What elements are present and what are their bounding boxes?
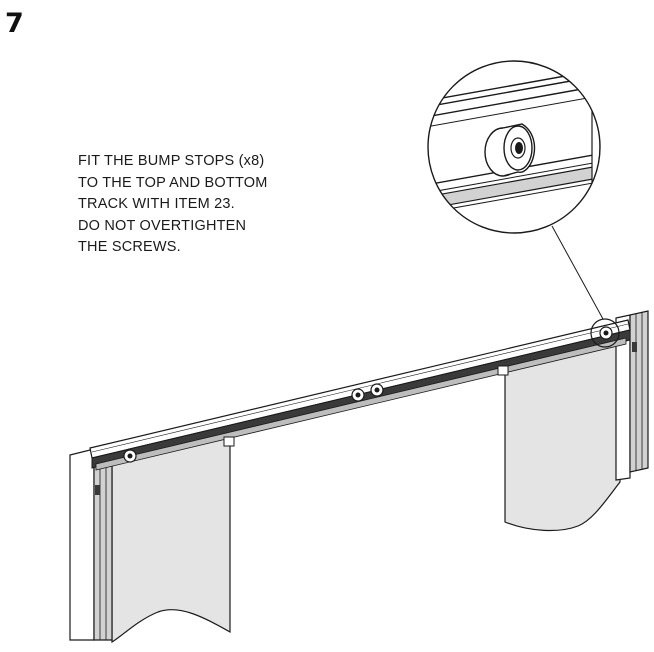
left-wall-profile — [69, 445, 113, 641]
instruction-line: FIT THE BUMP STOPS (x8) — [78, 153, 265, 169]
bump-stop-center-left — [351, 388, 365, 402]
bump-stop-detail — [484, 123, 536, 177]
instruction-line: TRACK WITH ITEM 23. — [78, 196, 235, 212]
right-wall-profile — [615, 310, 649, 481]
instruction-line: THE SCREWS. — [78, 239, 181, 255]
left-glass-panel — [111, 436, 231, 644]
left-hanger-bracket — [223, 436, 235, 447]
right-hanger-bracket — [497, 365, 509, 376]
bump-stop-left — [123, 449, 137, 463]
instruction-line: DO NOT OVERTIGHTEN — [78, 217, 247, 234]
right-glass-panel — [504, 342, 621, 532]
leader-line — [551, 225, 604, 320]
bump-stop-right — [599, 326, 613, 340]
detail-magnifier — [427, 60, 601, 234]
instruction-text: FIT THE BUMP STOPS (x8) TO THE TOP AND B… — [78, 151, 338, 259]
bump-stop-center-right — [370, 383, 384, 397]
detail-callout-ring — [590, 318, 620, 348]
step-number: 7 — [5, 8, 24, 39]
instruction-line: TO THE TOP AND BOTTOM — [78, 174, 268, 191]
